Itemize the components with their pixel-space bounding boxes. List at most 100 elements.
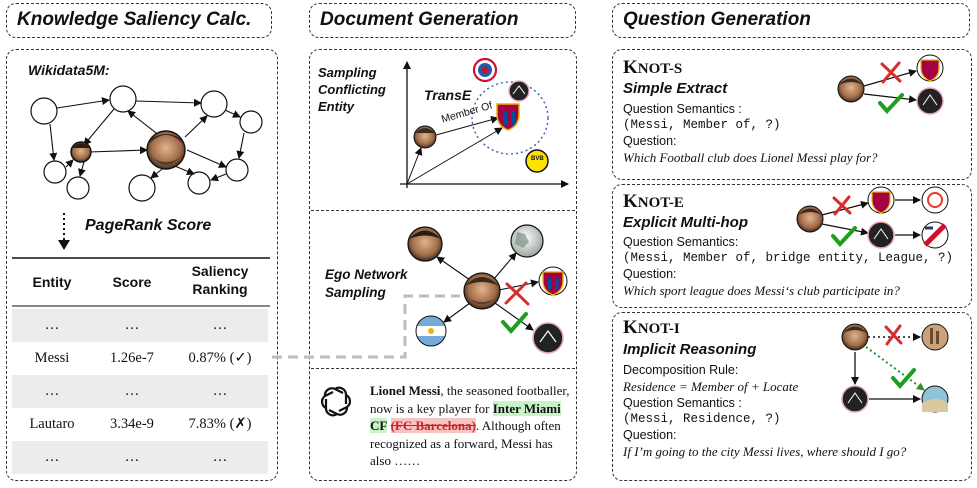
ego-check-icon — [501, 312, 528, 335]
table-cell: 3.34e-9 — [110, 416, 154, 432]
table-cell: Lautaro — [29, 416, 75, 432]
table-header-score: Score — [112, 274, 152, 290]
docgen-panel — [309, 49, 577, 481]
knot-i-question-label: Question: — [623, 428, 677, 442]
table-cell: 7.83% (✗) — [188, 416, 252, 432]
messi-connector — [272, 294, 460, 359]
knot-i-panel — [612, 312, 972, 481]
graph-node — [66, 176, 90, 200]
inter-miami-badge-icon — [508, 80, 530, 102]
knot-s-title: KNOT-S — [623, 57, 682, 79]
knot-i-graphic — [841, 323, 949, 413]
dataset-label: Wikidata5M: — [28, 62, 110, 78]
table-cell: … — [124, 449, 140, 465]
graph-node — [30, 97, 58, 125]
table-cell: … — [212, 317, 228, 333]
sampling-label: Sampling Conflicting Entity — [318, 64, 386, 115]
table-row: … … … — [12, 309, 268, 342]
knot-s-barcelona-badge-icon — [916, 54, 944, 82]
knot-i-semantics: (Messi, Residence, ?) — [623, 412, 781, 426]
generated-subject: Lionel Messi — [370, 383, 441, 398]
knot-s-cross-icon — [880, 61, 902, 84]
table-header-ranking-line2: Ranking — [192, 281, 248, 297]
knot-e-subtitle: Explicit Multi-hop — [623, 214, 748, 231]
ego-network-edges — [436, 252, 539, 331]
bvb-badge-icon — [525, 149, 549, 173]
knot-i-subtitle: Implicit Reasoning — [623, 341, 757, 358]
neymar-node-icon — [407, 226, 443, 262]
header-question-generation: Question Generation — [612, 3, 970, 38]
table-row: … … … — [12, 375, 268, 408]
argentina-flag-icon — [415, 315, 447, 347]
transe-messi-icon — [413, 125, 437, 149]
table-cell: … — [124, 317, 140, 333]
pagerank-arrow-head — [58, 240, 70, 250]
knot-i-check-icon — [891, 368, 916, 390]
knot-e-panel — [612, 184, 972, 308]
knot-e-title-k: K — [623, 191, 638, 212]
knot-s-title-rest: NOT-S — [637, 61, 683, 77]
table-header-entity: Entity — [32, 274, 72, 290]
knot-e-inter-miami-badge-icon — [867, 221, 895, 249]
knot-s-graphic — [837, 54, 944, 115]
knot-s-semantics-label: Question Semantics : — [623, 102, 742, 116]
ego-cross-icon — [504, 281, 530, 306]
knot-i-rule: Residence = Member of + Locate — [623, 379, 799, 394]
knot-e-cross-icon — [832, 195, 852, 216]
graph-node — [200, 90, 228, 118]
generated-document: Lionel Messi, the seasoned footballer, n… — [370, 382, 570, 470]
sampling-label-line2: Conflicting — [318, 82, 386, 97]
table-cell: … — [44, 317, 60, 333]
knot-s-subtitle: Simple Extract — [623, 80, 728, 97]
knot-e-messi-icon — [796, 205, 824, 233]
transe-label: TransE — [424, 87, 472, 103]
knot-i-semantics-label: Question Semantics : — [623, 396, 742, 410]
graph-node — [225, 158, 249, 182]
knot-i-question: If I’m going to the city Messi lives, wh… — [623, 444, 907, 459]
bvb-badge-label: BVB — [531, 156, 544, 162]
knot-s-question: Which Football club does Lionel Messi pl… — [623, 150, 878, 165]
table-header-ranking-line1: Saliency — [191, 263, 249, 279]
transe-axes — [400, 61, 569, 188]
graph-node — [187, 171, 211, 195]
knot-e-barcelona-badge-icon — [867, 186, 895, 214]
knot-s-semantics: (Messi, Member of, ?) — [623, 118, 781, 132]
graph-node — [128, 174, 156, 202]
transe-vectors — [406, 115, 503, 185]
table-cell: … — [212, 383, 228, 399]
knot-e-check-icon — [831, 226, 857, 247]
knot-s-panel — [612, 49, 972, 180]
chatgpt-logo-icon — [320, 386, 352, 417]
sampling-label-line1: Sampling — [318, 65, 377, 80]
table-cell: 1.26e-7 — [110, 350, 154, 366]
bayern-badge-icon — [472, 57, 498, 83]
knot-i-cross-icon — [884, 324, 903, 346]
table-header-ranking: Saliency Ranking — [172, 262, 268, 302]
miami-photo-icon — [921, 385, 949, 413]
header-document-generation: Document Generation — [309, 3, 576, 38]
table-cell: … — [124, 383, 140, 399]
table-cell: 0.87% (✓) — [188, 350, 252, 366]
generated-text-part1: , the seasoned footballer, now is a key … — [370, 383, 570, 416]
knowledge-graph — [30, 85, 263, 202]
table-row: … … … — [12, 441, 268, 474]
ego-label-line2: Sampling — [325, 285, 386, 300]
ego-label-line1: Ego Network — [325, 267, 408, 282]
header-knowledge-saliency: Knowledge Saliency Calc. — [6, 3, 272, 38]
docgen-separator-2 — [311, 368, 575, 369]
messi-node-icon — [146, 130, 186, 170]
saliency-panel — [6, 49, 278, 481]
graph-node — [109, 85, 137, 113]
knot-s-check-icon — [878, 93, 904, 114]
pagerank-label: PageRank Score — [85, 217, 212, 234]
ego-barcelona-badge-icon — [538, 266, 568, 296]
neighborhood-circle — [471, 81, 549, 155]
table-cell: Messi — [34, 350, 70, 366]
knot-i-inter-miami-badge-icon — [841, 385, 869, 413]
graph-node — [239, 110, 263, 134]
graph-node — [43, 160, 67, 184]
docgen-separator-1 — [311, 210, 575, 211]
ego-messi-node-icon — [463, 272, 501, 310]
table-cell: … — [44, 383, 60, 399]
